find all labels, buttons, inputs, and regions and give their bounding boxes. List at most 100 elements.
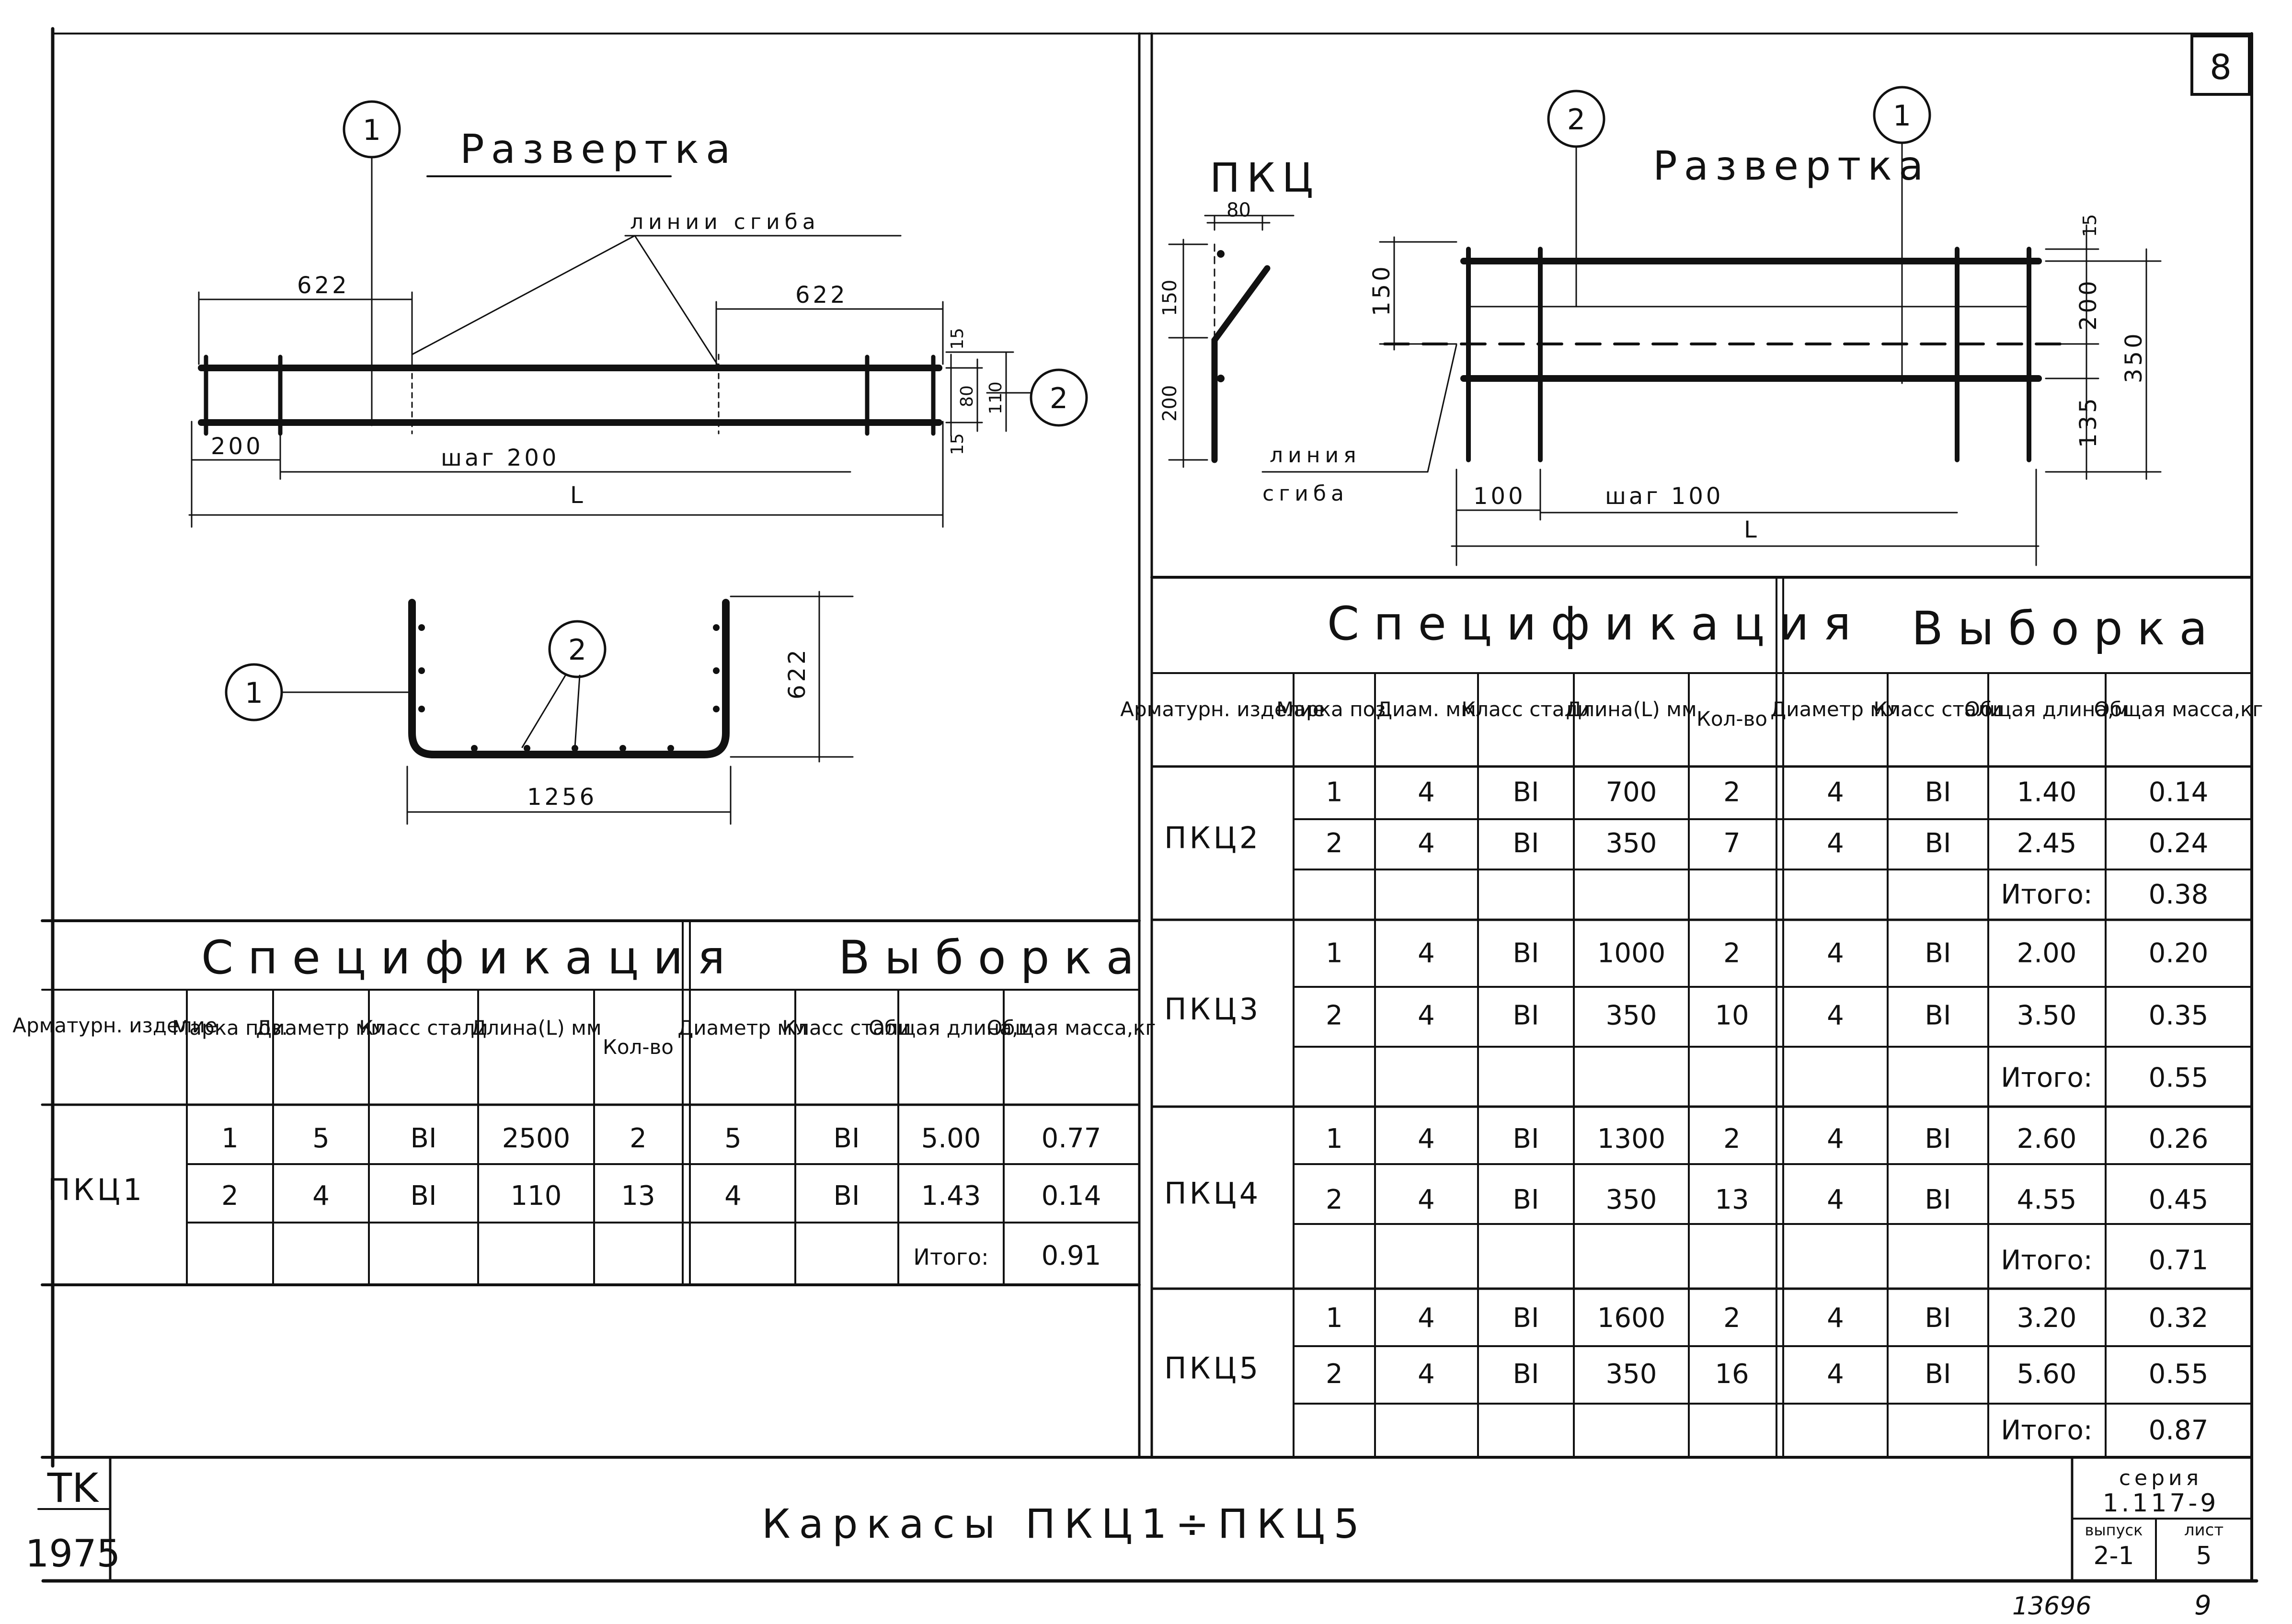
cell-qty: 7 — [1723, 828, 1741, 859]
cell-len: 2500 — [502, 1123, 571, 1154]
left-development-title: Развертка — [460, 126, 737, 172]
cell-sdia: 4 — [724, 1180, 742, 1212]
left-sel-header-2: Общая длина,м — [869, 1016, 1033, 1040]
left-u-shape — [408, 599, 730, 758]
cell-scls: BI — [834, 1180, 860, 1212]
right-dim-100: 100 — [1473, 483, 1526, 510]
right-callout-2-label: 2 — [1567, 103, 1585, 137]
cell-qty: 10 — [1715, 1000, 1749, 1031]
right-spec-header-3: Класс стали — [1461, 698, 1590, 721]
left-spec-header-5: Кол-во — [603, 1035, 674, 1059]
left-spec-header-1: Марка поз. — [172, 1016, 288, 1040]
right-product-name: ПКЦ2 — [1164, 821, 1261, 856]
right-dim-150-left: 150 — [1159, 280, 1181, 316]
right-spec-header-4: Длина(L) мм — [1566, 698, 1696, 721]
right-total-value: 0.38 — [2149, 879, 2209, 910]
cell-dia: 4 — [1418, 777, 1435, 808]
left-total-label: Итого: — [913, 1244, 988, 1270]
left-total-value: 0.91 — [1042, 1240, 1101, 1271]
right-sel-title: Выборка — [1912, 602, 2222, 655]
left-sel-header-3: Общая масса,кг — [986, 1016, 1156, 1040]
cell-smass: 0.20 — [2149, 938, 2209, 969]
cell-scls: BI — [1925, 828, 1951, 859]
right-callout-1-label: 1 — [1893, 99, 1911, 133]
cell-smass: 0.45 — [2149, 1184, 2209, 1215]
right-sel-header-1: Класс стали — [1873, 698, 2002, 721]
left-spec-header-0: Арматурн. изделие — [12, 1014, 217, 1037]
right-dim-135: 135 — [2075, 395, 2102, 448]
left-dim-80: 80 — [957, 385, 977, 407]
cell-dia: 4 — [1418, 1184, 1435, 1215]
issue-value: 2-1 — [2094, 1542, 2134, 1570]
cell-dia: 5 — [312, 1123, 330, 1154]
left-product-name: ПКЦ1 — [48, 1172, 145, 1207]
right-section-profile — [1211, 265, 1271, 463]
cell-smass: 0.35 — [2149, 1000, 2209, 1031]
title-block-grid — [37, 1456, 2253, 1582]
cell-sdia: 4 — [1827, 938, 1844, 969]
cell-slen: 1.43 — [921, 1180, 981, 1212]
left-u-dim-1256: 1256 — [527, 784, 597, 811]
cell-dia: 4 — [1418, 938, 1435, 969]
left-spec-header-4: Длина(L) мм — [470, 1016, 601, 1040]
right-dim-200-left: 200 — [1159, 385, 1181, 422]
cell-smass: 0.32 — [2149, 1303, 2209, 1334]
cell-sdia: 4 — [1827, 1359, 1844, 1390]
cell-slen: 3.20 — [2017, 1303, 2077, 1334]
cell-dia: 4 — [312, 1180, 330, 1212]
cell-smass: 0.24 — [2149, 828, 2209, 859]
left-callout-2-circle — [1030, 368, 1088, 427]
left-spec-title: Спецификация — [201, 931, 739, 984]
right-product-name: ПКЦ5 — [1164, 1351, 1261, 1386]
left-bend-lines-label: линии сгиба — [630, 210, 820, 234]
right-spec-title: Спецификация — [1327, 597, 1865, 651]
cell-pos: 2 — [1326, 1359, 1343, 1390]
cell-sdia: 4 — [1827, 1184, 1844, 1215]
cell-qty: 2 — [1723, 1303, 1741, 1334]
cell-cls: BI — [1513, 938, 1539, 969]
right-development-title: Развертка — [1653, 142, 1930, 189]
sheet-value: 5 — [2196, 1542, 2212, 1570]
right-sel-header-3: Общая масса,кг — [2094, 698, 2263, 721]
right-sel-header-2: Общая длина,м — [1964, 698, 2129, 721]
cell-pos: 1 — [1326, 777, 1343, 808]
cell-slen: 3.50 — [2017, 1000, 2077, 1031]
right-dim-80: 80 — [1226, 199, 1251, 221]
right-dim-150: 150 — [1368, 263, 1395, 316]
cell-pos: 1 — [1326, 1303, 1343, 1334]
cell-slen: 2.45 — [2017, 828, 2077, 859]
cell-cls: BI — [1513, 828, 1539, 859]
right-total-label: Итого: — [2001, 1415, 2092, 1446]
cell-len: 350 — [1606, 828, 1657, 859]
cell-slen: 5.60 — [2017, 1359, 2077, 1390]
left-table-grid — [41, 919, 2253, 1459]
cell-dia: 4 — [1418, 828, 1435, 859]
cell-len: 1600 — [1597, 1303, 1666, 1334]
right-bend-line-label-2: сгиба — [1262, 481, 1349, 506]
cell-sdia: 4 — [1827, 1303, 1844, 1334]
left-u-callout-2-circle — [548, 620, 607, 678]
right-step-label: шаг 100 — [1605, 483, 1723, 510]
left-spec-header-2: Диаметр мм — [256, 1016, 386, 1040]
cell-len: 350 — [1606, 1359, 1657, 1390]
cell-pos: 2 — [221, 1180, 239, 1212]
cell-scls: BI — [1925, 1303, 1951, 1334]
cell-qty: 2 — [1723, 938, 1741, 969]
right-spec-header-5: Кол-во — [1696, 707, 1767, 731]
cell-smass: 0.26 — [2149, 1123, 2209, 1155]
cell-qty: 16 — [1715, 1359, 1749, 1390]
cell-qty: 2 — [1723, 1123, 1741, 1155]
left-step-label: шаг 200 — [441, 445, 559, 471]
cell-pos: 2 — [1326, 828, 1343, 859]
sheet-label: лист — [2184, 1521, 2223, 1540]
left-u-dim-622: 622 — [784, 647, 811, 699]
cell-scls: BI — [1925, 777, 1951, 808]
right-total-label: Итого: — [2001, 1062, 2092, 1093]
cell-scls: BI — [1925, 1359, 1951, 1390]
cell-qty: 13 — [1715, 1184, 1749, 1215]
cell-len: 350 — [1606, 1184, 1657, 1215]
footer-page: 9 — [2194, 1590, 2212, 1621]
right-mesh-cross-bars — [1466, 247, 2031, 462]
cell-dia: 4 — [1418, 1303, 1435, 1334]
